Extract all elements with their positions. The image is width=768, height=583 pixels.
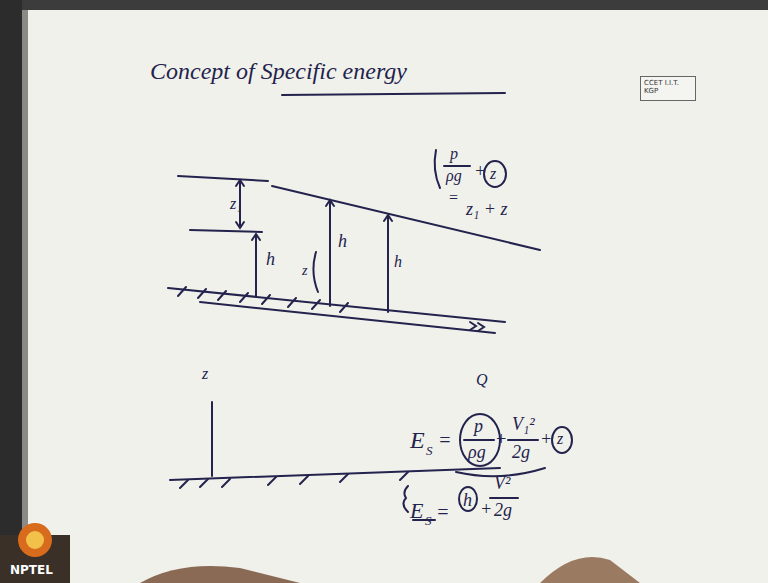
handwritten-label: h xyxy=(266,250,275,268)
handwritten-label: V₁² xyxy=(512,415,535,433)
handwritten-label: E xyxy=(410,500,423,522)
label-text: h xyxy=(394,253,402,270)
handwritten-label: z₁ + z xyxy=(466,200,507,218)
handwritten-label: E xyxy=(410,428,425,452)
handwritten-label: + xyxy=(540,430,552,448)
handwritten-label: = xyxy=(438,430,452,450)
handwritten-label: z xyxy=(490,166,496,182)
label-text: + xyxy=(495,429,507,449)
label-text: = xyxy=(436,501,450,523)
label-text: E xyxy=(410,498,423,523)
label-text: h xyxy=(266,249,275,269)
label-text: z xyxy=(302,263,307,278)
label-text: S xyxy=(425,513,432,528)
handwritten-label: h xyxy=(338,232,347,250)
label-text: ρg xyxy=(468,442,486,462)
label-text: ρg xyxy=(446,167,462,184)
node-text: CCET I.I.T. KGP xyxy=(644,79,692,95)
title: Concept of Specific energy xyxy=(150,58,407,85)
handwritten-label: + xyxy=(480,500,492,518)
handwritten-label: z₁ xyxy=(230,196,242,212)
title-text: Concept of Specific energy xyxy=(150,58,407,84)
handwritten-label: p xyxy=(450,146,458,162)
label-text: h xyxy=(463,490,472,510)
handwritten-label: Q xyxy=(476,372,488,388)
label-text: z xyxy=(490,165,496,182)
handwritten-label: S xyxy=(425,512,432,528)
label-text: z xyxy=(557,430,563,447)
label-text: 2g xyxy=(494,500,512,520)
label-text: V² xyxy=(494,473,510,493)
label-text: z xyxy=(202,365,208,382)
label-text: = xyxy=(438,429,452,451)
handwritten-label: z xyxy=(302,262,307,278)
handwritten-label: S xyxy=(426,442,433,458)
label-text: z₁ xyxy=(230,195,242,212)
label-text: + xyxy=(540,429,552,449)
label-text: NPTEL xyxy=(10,563,53,577)
handwritten-label: z xyxy=(557,431,563,447)
handwritten-label: h xyxy=(463,491,472,509)
label-text: E xyxy=(410,427,425,453)
label-text: S xyxy=(426,443,433,458)
logo-box: CCET I.I.T. KGP xyxy=(640,76,696,101)
label-text: p xyxy=(450,145,458,162)
handwritten-label: + xyxy=(495,430,507,448)
label-text: h xyxy=(338,231,347,251)
label-text: 2g xyxy=(512,442,530,462)
label-text: V₁² xyxy=(512,414,535,434)
handwritten-label: 2g xyxy=(512,443,530,461)
label-text: + xyxy=(474,161,486,181)
handwritten-label: 2g xyxy=(494,501,512,519)
label-text: = xyxy=(448,189,459,206)
handwritten-label: NPTEL xyxy=(10,561,53,577)
handwritten-label: z xyxy=(202,366,208,382)
handwritten-label: = xyxy=(448,190,459,206)
handwritten-label: ρg xyxy=(468,443,486,461)
label-text: + xyxy=(480,499,492,519)
handwritten-label: h xyxy=(394,254,402,270)
handwritten-label: + xyxy=(474,162,486,180)
label-text: p xyxy=(474,416,483,436)
handwritten-label: ρg xyxy=(446,168,462,184)
label-text: z₁ + z xyxy=(466,199,507,219)
handwritten-label: V² xyxy=(494,474,510,492)
label-text: Q xyxy=(476,371,488,388)
handwritten-label: p xyxy=(474,417,483,435)
handwritten-label: = xyxy=(436,502,450,522)
